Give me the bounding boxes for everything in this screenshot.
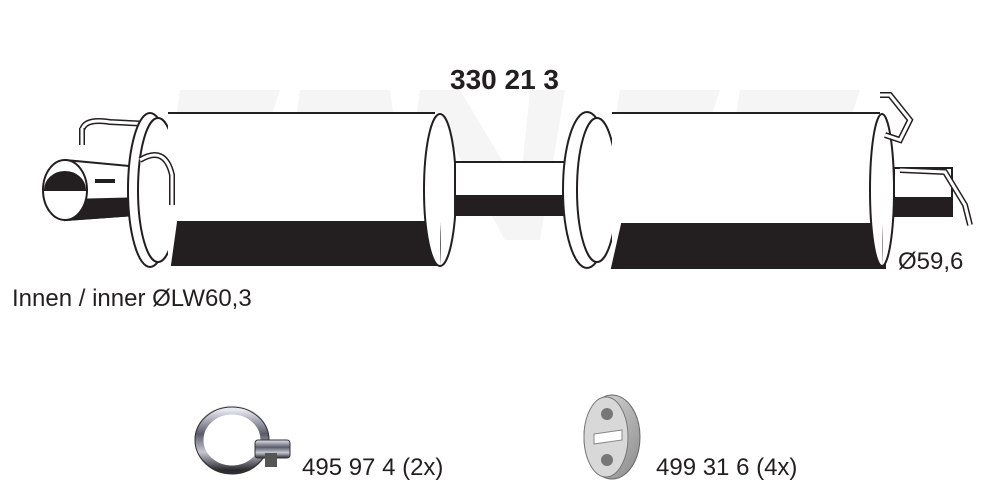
outlet-pipe: [893, 167, 973, 226]
part-number-title: 330 21 3: [450, 64, 559, 95]
mount-part-label: 499 31 6 (4x): [656, 454, 798, 481]
outlet-diameter-label: Ø59,6: [898, 248, 964, 275]
front-muffler: [127, 112, 457, 268]
clamp-part-label: 495 97 4 (2x): [302, 454, 444, 481]
rubber-mount-icon: [583, 394, 641, 480]
pipe-clamp-icon: [194, 405, 291, 475]
rear-muffler: [562, 92, 914, 269]
exhaust-assembly: [42, 92, 973, 269]
inlet-diameter-label: Innen / inner ØLW60,3: [12, 285, 252, 312]
